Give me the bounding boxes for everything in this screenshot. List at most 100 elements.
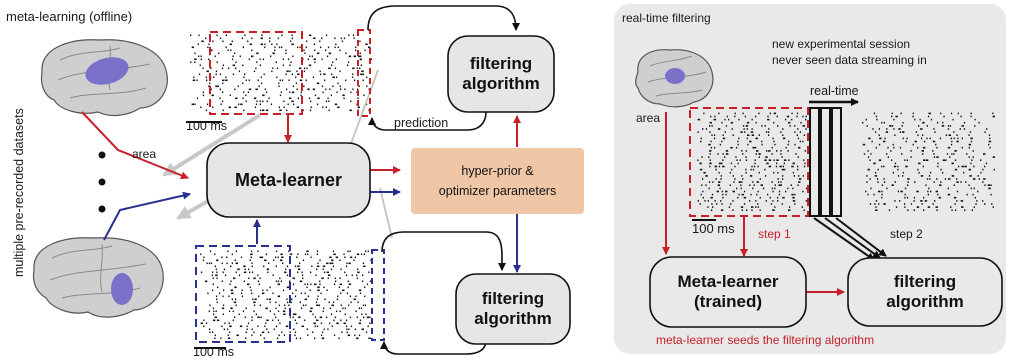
spike-mark — [782, 196, 785, 199]
spike-mark — [764, 125, 766, 127]
spike-mark — [328, 301, 330, 304]
spike-mark — [713, 118, 716, 121]
spike-mark — [888, 209, 891, 211]
spike-mark — [281, 34, 283, 37]
spike-mark — [206, 262, 208, 265]
spike-mark — [327, 277, 329, 280]
spike-mark — [300, 94, 302, 97]
spike-mark — [232, 64, 235, 67]
spike-mark — [328, 67, 331, 70]
spike-mark — [785, 118, 787, 121]
spike-mark — [330, 313, 333, 316]
spike-mark — [330, 94, 332, 97]
spike-mark — [722, 193, 724, 196]
spike-mark — [898, 128, 901, 130]
spike-mark — [881, 165, 883, 168]
spike-mark — [282, 58, 284, 61]
spike-mark — [935, 206, 938, 208]
spike-mark — [701, 184, 703, 186]
spike-mark — [932, 203, 934, 205]
spike-mark — [964, 209, 966, 211]
training-window-top — [209, 31, 303, 115]
spike-mark — [743, 203, 746, 205]
spike-mark — [797, 168, 799, 171]
spike-mark — [339, 85, 341, 88]
spike-mark — [328, 274, 331, 277]
spike-mark — [761, 140, 763, 143]
trained-meta-learner-label: Meta-learner (trained) — [650, 257, 806, 327]
spike-mark — [326, 271, 329, 274]
spike-mark — [266, 298, 268, 301]
spike-mark — [795, 153, 797, 155]
spike-mark — [273, 259, 275, 262]
spike-mark — [357, 97, 359, 100]
spike-mark — [725, 190, 728, 193]
spike-mark — [257, 325, 259, 328]
spike-mark — [225, 76, 227, 79]
spike-mark — [784, 168, 786, 171]
spike-mark — [751, 206, 754, 208]
spike-mark — [230, 49, 232, 52]
spike-mark — [991, 203, 993, 205]
spike-mark — [874, 175, 878, 177]
spike-mark — [990, 193, 992, 196]
spike-mark — [295, 76, 297, 79]
spike-mark — [353, 37, 355, 40]
spike-mark — [878, 143, 881, 146]
spike-mark — [317, 295, 319, 298]
spike-mark — [710, 196, 713, 199]
spike-mark — [325, 106, 327, 109]
spike-mark — [925, 159, 929, 161]
spike-mark — [742, 178, 744, 180]
spike-mark — [229, 43, 232, 46]
spike-mark — [710, 115, 712, 118]
spike-mark — [948, 134, 951, 136]
spike-mark — [780, 153, 782, 155]
spike-mark — [956, 200, 958, 202]
spike-mark — [767, 118, 770, 121]
step2-arrow-2 — [824, 217, 881, 259]
spike-mark — [191, 46, 195, 49]
spike-mark — [792, 171, 795, 174]
spike-mark — [252, 298, 254, 301]
spike-mark — [905, 140, 907, 143]
spike-mark — [235, 304, 237, 307]
spike-mark — [923, 209, 925, 211]
spike-mark — [937, 121, 939, 124]
spike-mark — [904, 193, 906, 196]
spike-mark — [245, 100, 247, 103]
spike-mark — [249, 286, 251, 289]
spike-mark — [927, 115, 930, 118]
spike-mark — [304, 292, 306, 295]
spike-mark — [361, 328, 364, 331]
spike-mark — [328, 100, 330, 103]
spike-mark — [303, 85, 305, 88]
spike-mark — [989, 137, 991, 140]
spike-mark — [244, 316, 246, 319]
spike-mark — [231, 40, 233, 43]
spike-mark — [312, 331, 314, 334]
spike-mark — [751, 118, 753, 121]
spike-mark — [329, 322, 331, 325]
spike-mark — [361, 70, 364, 73]
spike-mark — [751, 134, 755, 136]
spike-mark — [805, 128, 807, 130]
spike-mark — [904, 159, 906, 161]
spike-mark — [247, 322, 250, 325]
spike-mark — [984, 131, 986, 133]
spike-mark — [777, 171, 779, 174]
spike-mark — [357, 271, 360, 274]
spike-mark — [226, 256, 228, 259]
spike-mark — [255, 67, 257, 70]
spike-mark — [242, 46, 244, 49]
spike-mark — [933, 181, 935, 183]
spike-mark — [346, 328, 348, 331]
spike-mark — [766, 150, 768, 152]
spike-mark — [873, 162, 876, 165]
spike-mark — [205, 76, 207, 79]
spike-mark — [269, 37, 271, 40]
spike-mark — [316, 82, 320, 85]
spike-mark — [232, 55, 234, 58]
spike-mark — [291, 37, 294, 40]
step2-arrow-1 — [813, 217, 875, 261]
